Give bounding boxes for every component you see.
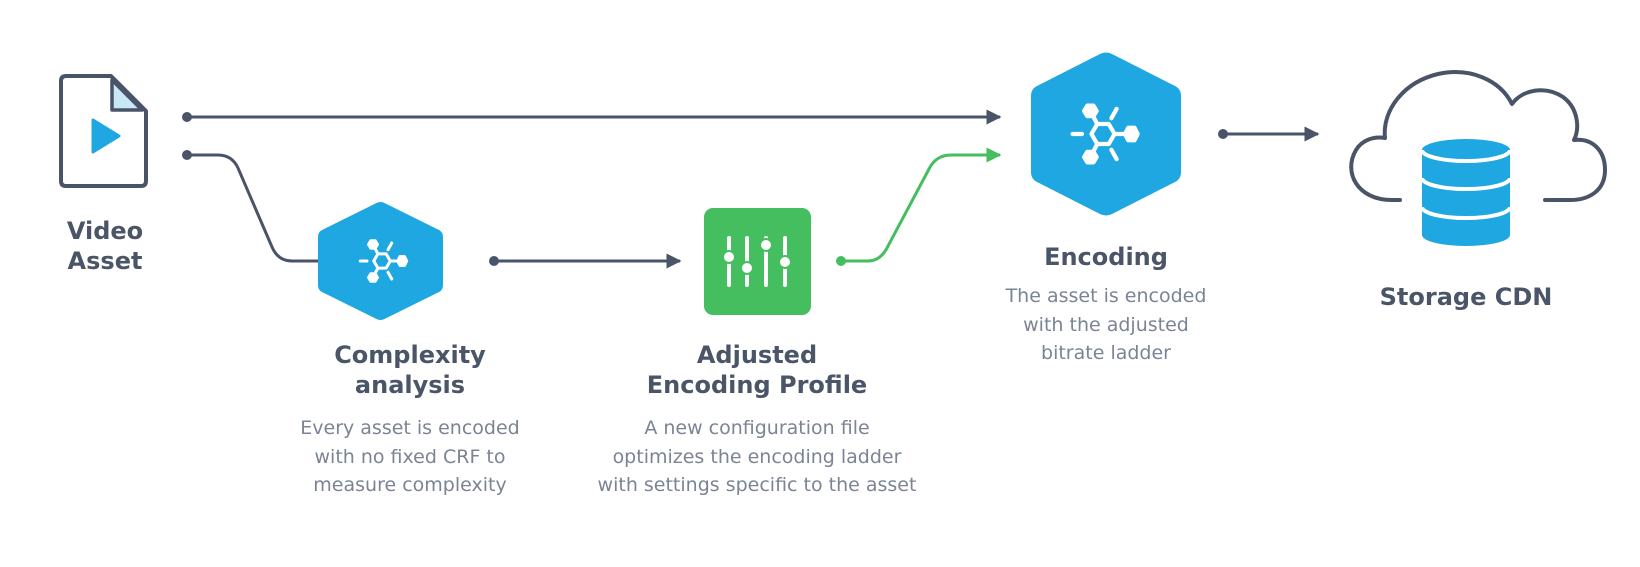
complexity-analysis-icon — [318, 202, 443, 320]
adjusted-encoding-profile-title: Adjusted Encoding Profile — [646, 341, 868, 399]
edge-video-to-complexity — [182, 150, 335, 269]
edge-profile-to-encoding — [836, 147, 1002, 266]
edge-encoding-to-storage — [1218, 126, 1320, 142]
molecule-icon — [358, 239, 409, 283]
edge-video-to-encoding — [182, 109, 1002, 125]
adjusted-encoding-profile-description: A new configuration file optimizes the e… — [597, 417, 917, 496]
complexity-analysis-description: Every asset is encoded with no fixed CRF… — [300, 417, 520, 496]
encoding-title: Encoding — [1044, 243, 1168, 271]
equalizer-sliders-icon — [704, 208, 811, 315]
complexity-analysis-title: Complexity analysis — [334, 341, 486, 399]
database-icon — [1420, 139, 1512, 246]
cloud-database-icon — [1349, 70, 1607, 246]
molecule-icon — [1070, 103, 1140, 165]
edge-complexity-to-profile — [489, 253, 682, 269]
encoding-description: The asset is encoded with the adjusted b… — [1005, 285, 1207, 364]
video-asset-title: Video Asset — [66, 217, 144, 275]
encoding-icon — [1031, 52, 1181, 216]
video-file-icon — [59, 74, 148, 188]
storage-cdn-title: Storage CDN — [1379, 283, 1553, 311]
